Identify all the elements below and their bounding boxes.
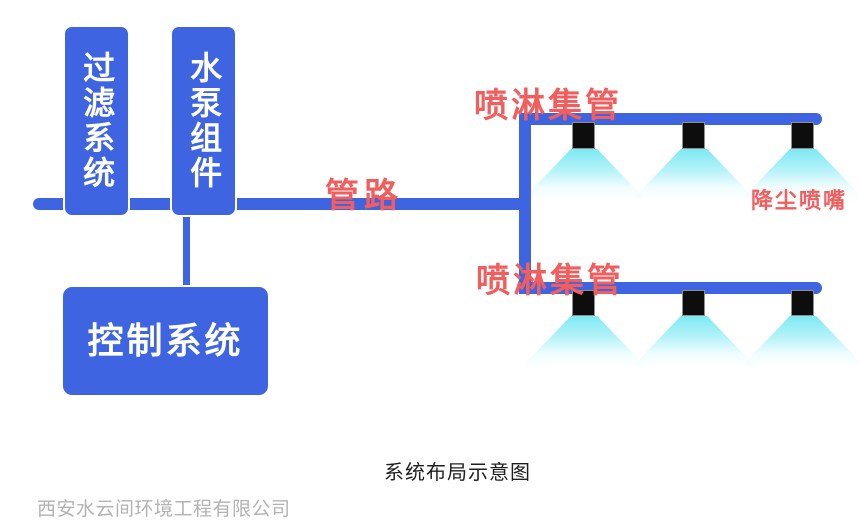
spray-cone	[743, 316, 859, 370]
spray-header-top-label: 喷淋集管	[474, 87, 622, 125]
spray-cone	[634, 149, 754, 203]
pump-unit-label: 水泵组件	[186, 51, 223, 191]
pump-to-control-pipe	[183, 206, 190, 290]
spray-cone	[524, 316, 644, 370]
filter-system-label: 过滤系统	[79, 51, 116, 191]
nozzle-icon	[791, 290, 814, 316]
nozzle-icon	[572, 290, 595, 316]
diagram-caption: 系统布局示意图	[384, 460, 531, 484]
nozzle-icon	[682, 290, 705, 316]
branch-riser-pipe	[519, 113, 531, 294]
nozzle-icon	[791, 122, 814, 149]
filter-system-box: 过滤系统	[65, 27, 128, 215]
company-footer: 西安水云间环境工程有限公司	[37, 499, 291, 520]
spray-cone	[524, 149, 644, 203]
control-system-label: 控制系统	[87, 320, 244, 362]
main-pipeline	[33, 198, 531, 210]
pipeline-label: 管路	[325, 177, 403, 215]
pump-unit-box: 水泵组件	[172, 27, 235, 215]
nozzle-icon	[572, 122, 595, 149]
dust-nozzle-label: 降尘喷嘴	[751, 188, 848, 213]
spray-cone	[634, 316, 754, 370]
control-system-box: 控制系统	[63, 287, 268, 395]
nozzle-icon	[682, 122, 705, 149]
spray-header-bottom-label: 喷淋集管	[476, 262, 624, 300]
